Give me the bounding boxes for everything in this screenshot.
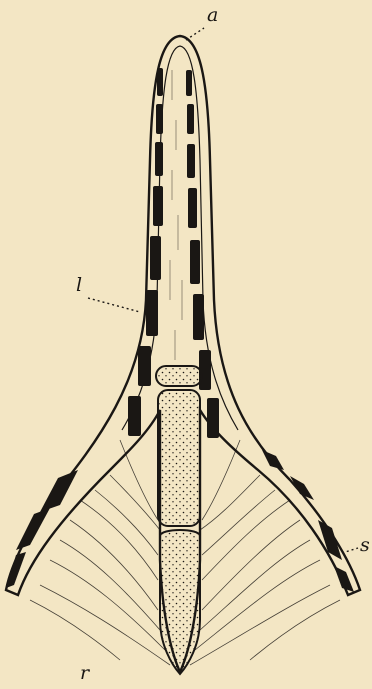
label-s: s: [360, 536, 370, 555]
label-r: r: [80, 664, 89, 683]
spine-dashes: [170, 70, 182, 360]
label-a: a: [207, 6, 218, 25]
notochord: [156, 366, 202, 674]
left-wing-segments: [6, 470, 78, 588]
label-l: l: [76, 276, 82, 295]
leader-lines: [88, 28, 358, 553]
